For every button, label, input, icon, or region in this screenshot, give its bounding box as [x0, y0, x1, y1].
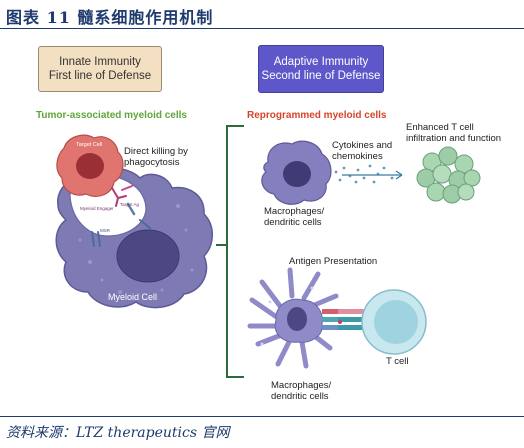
t-cell-cluster-icon	[416, 146, 481, 204]
cytokines-line2: chemokines	[332, 151, 383, 162]
adaptive-box-line2: Second line of Defense	[261, 70, 381, 82]
msr-label: MSR	[100, 228, 111, 233]
enhanced-line2: infiltration and function	[406, 133, 502, 144]
engager-receptors	[91, 185, 151, 247]
t-cell-icon	[361, 289, 427, 355]
direct-killing-line2: phagocytosis	[124, 157, 180, 168]
adaptive-immunity-box: Adaptive Immunity Second line of Defense	[258, 45, 384, 93]
macro1-line1: Macrophages/	[264, 206, 325, 217]
figure-title: 图表 11 髓系细胞作用机制	[6, 8, 214, 27]
title-divider	[0, 28, 524, 29]
macrophage-dendritic-icon-2	[247, 267, 339, 369]
myeloid-cell-label: Myeloid Cell	[108, 292, 157, 302]
mhc-tcr-interaction	[322, 309, 364, 330]
target-cell-icon	[56, 134, 124, 197]
enhanced-line1: Enhanced T cell	[406, 122, 474, 133]
adaptive-box-line1: Adaptive Immunity	[273, 56, 369, 68]
bracket	[216, 125, 244, 378]
macro2-line1: Macrophages/	[271, 380, 332, 391]
enhanced-tcell-label: Enhanced T cell infiltration and functio…	[406, 122, 501, 144]
macrophage-label-1: Macrophages/ dendritic cells	[264, 206, 324, 228]
target-cell-label: Target Cell	[76, 142, 102, 148]
macro2-line2: dendritic cells	[271, 391, 329, 402]
target-ag-label: Target Ag	[120, 202, 140, 207]
direct-killing-line1: Direct killing by	[124, 146, 188, 157]
cytokines-label: Cytokines and chemokines	[332, 140, 392, 162]
innate-immunity-box: Innate Immunity First line of Defense	[38, 46, 162, 92]
innate-box-line2: First line of Defense	[48, 70, 152, 82]
t-cell-label: T cell	[386, 356, 409, 367]
antigen-presentation-label: Antigen Presentation	[289, 256, 378, 267]
source-divider	[0, 416, 524, 417]
cytokines-line1: Cytokines and	[332, 140, 393, 151]
reprogrammed-myeloid-heading: Reprogrammed myeloid cells	[247, 110, 387, 121]
macro1-line2: dendritic cells	[264, 217, 322, 228]
engager-label: Myeloid Engager	[80, 206, 114, 211]
innate-box-line1: Innate Immunity	[59, 56, 141, 68]
macrophage-dendritic-icon-1	[261, 140, 332, 205]
direct-killing-text: Direct killing by phagocytosis	[124, 146, 188, 168]
tumor-myeloid-heading: Tumor-associated myeloid cells	[36, 110, 187, 121]
macrophage-label-2: Macrophages/ dendritic cells	[271, 380, 331, 402]
source-note: 资料来源：LTZ therapeutics 官网	[6, 425, 230, 441]
cytokine-flow	[334, 164, 403, 184]
